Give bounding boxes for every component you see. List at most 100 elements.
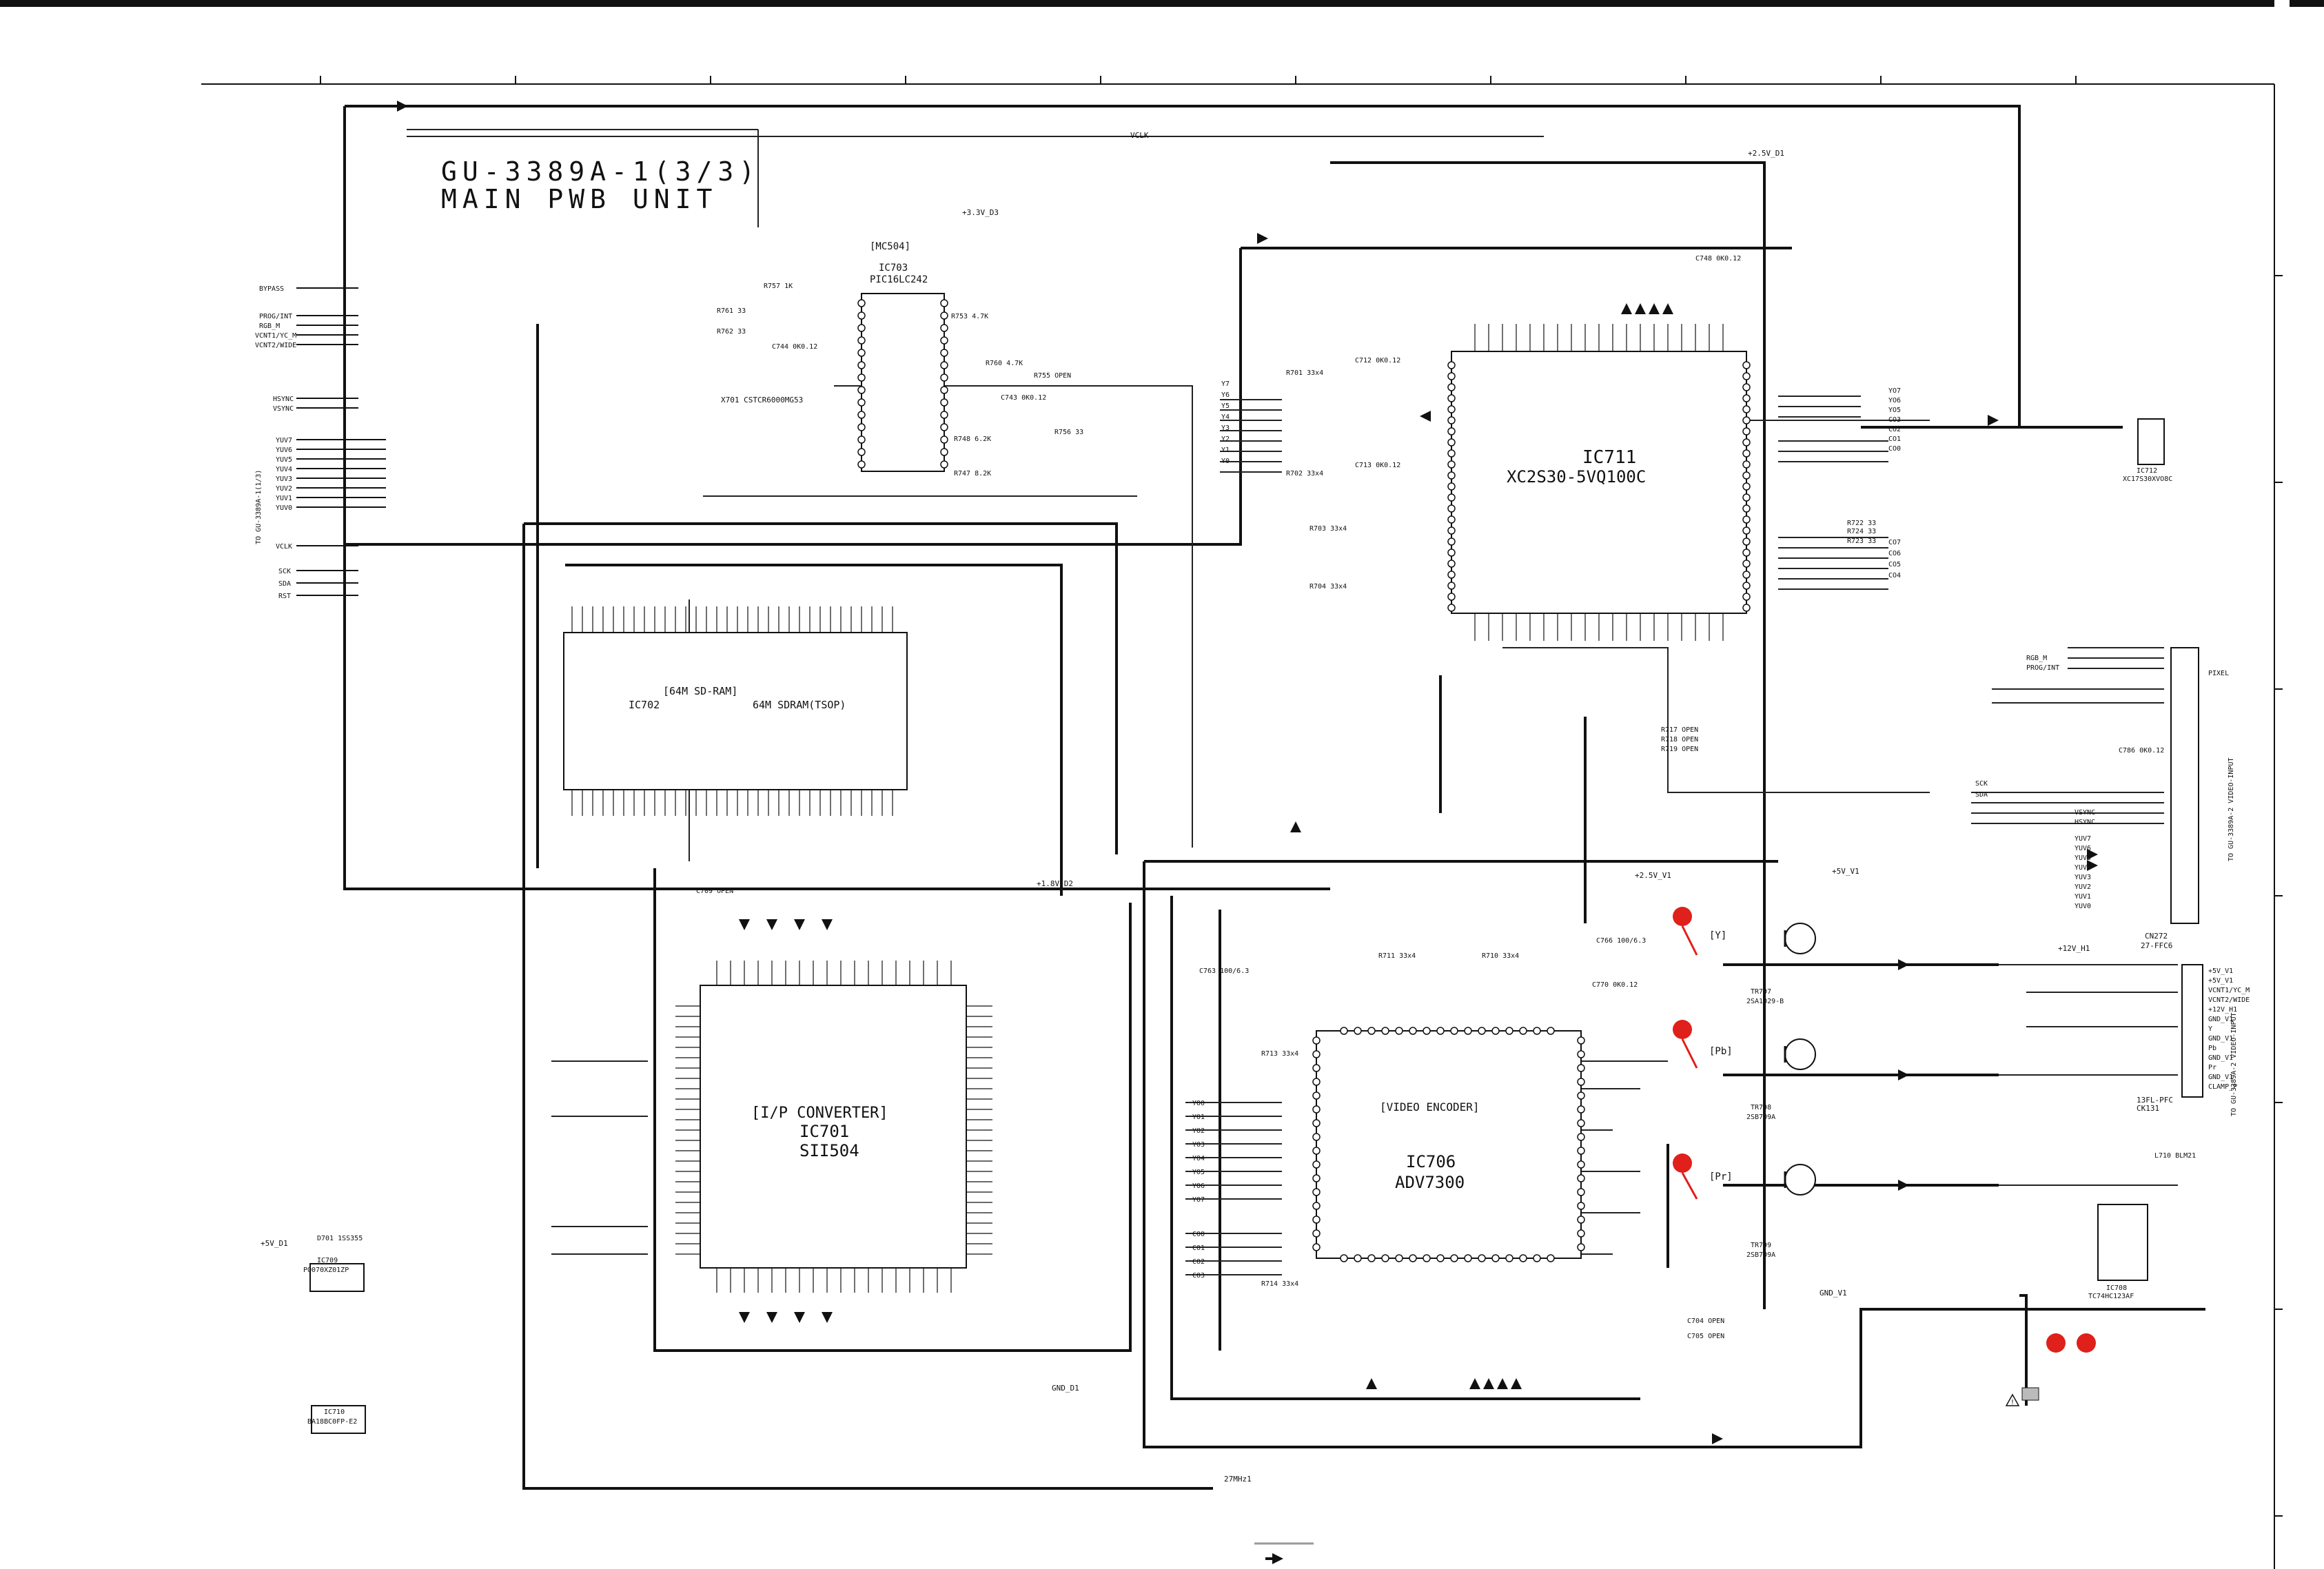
ic708-ref: IC708 xyxy=(2106,1284,2127,1292)
ic708-part: TC74HC123AF xyxy=(2088,1293,2134,1300)
fpga-out-co1: CO1 xyxy=(1888,435,1901,443)
c786-label: C786 0K0.12 xyxy=(2119,747,2164,755)
left-signal-yuv5: YUV5 xyxy=(276,456,292,464)
title-line-1: GU-3389A-1(3/3) xyxy=(441,156,760,187)
encoder-input-labels: YO0 YO1 YO2 YO3 YO4 YO5 YO6 YO7 CO0 CO1 … xyxy=(1192,1100,1205,1280)
c712-label: C712 0K0.12 xyxy=(1355,357,1400,365)
ic706-ref: IC706 xyxy=(1406,1152,1456,1171)
rail-gnd-v1: GND_V1 xyxy=(1820,1289,1847,1298)
ic709-block: IC709 PQ070XZ01ZP D701 1SS355 xyxy=(303,1235,365,1292)
marker-pr xyxy=(1673,1153,1692,1173)
left-signal-yuv7: YUV7 xyxy=(276,437,292,444)
left-signal-yuv2: YUV2 xyxy=(276,485,292,493)
ic711-ref: IC711 xyxy=(1582,447,1636,468)
fpga-output-labels: YO7 YO6 YO5 CO3 CO2 CO1 CO0 CO7 CO6 CO5 … xyxy=(1888,387,1901,580)
ic711-block: IC711 XC2S30-5VQ100C xyxy=(1447,324,1751,641)
r702-label: R702 33x4 xyxy=(1286,470,1323,478)
rt-yuv0: YUV0 xyxy=(2075,903,2091,910)
tr709-ref: TR709 xyxy=(1751,1242,1771,1249)
x701-label: X701 CSTCR6000MG53 xyxy=(721,396,803,404)
ic706-part: ADV7300 xyxy=(1395,1173,1465,1192)
rail-1v8: +1.8V_D2 xyxy=(1037,879,1073,888)
title-line-2: MAIN PWB UNIT xyxy=(441,184,717,214)
r760-label: R760 4.7K xyxy=(986,360,1023,367)
marker-bottom-1 xyxy=(2046,1333,2066,1353)
r748-label: R748 6.2K xyxy=(954,435,991,443)
warning-mark-text: ! xyxy=(2010,1399,2015,1406)
enc-in-yo7: YO7 xyxy=(1192,1196,1205,1204)
enc-in-yo4: YO4 xyxy=(1192,1155,1205,1162)
r755-label: R755 OPEN xyxy=(1034,372,1071,380)
ic711-part: XC2S30-5VQ100C xyxy=(1507,467,1646,486)
c743-label: C743 0K0.12 xyxy=(1001,394,1046,402)
left-signal-yuv1: YUV1 xyxy=(276,495,292,502)
part-value-labels: R757 1K R761 33 R762 33 R753 4.7K R760 4… xyxy=(696,255,2196,1340)
left-signal-rst: RST xyxy=(278,593,291,600)
r753-label: R753 4.7K xyxy=(951,313,988,320)
right-bottom-connector-label: TO GU-3389A-2 VIDEO-INPUT xyxy=(2230,1012,2238,1116)
fpga-out-co0: CO0 xyxy=(1888,445,1901,453)
r717-label: R717 OPEN xyxy=(1661,726,1698,734)
rt-prog-int: PROG/INT xyxy=(2026,664,2059,672)
fpga-out-yo7: YO7 xyxy=(1888,387,1901,395)
c744-label: C744 0K0.12 xyxy=(772,343,817,351)
ic702-ref: IC702 xyxy=(629,699,660,711)
c713-label: C713 0K0.12 xyxy=(1355,462,1400,469)
enc-in-co0: CO0 xyxy=(1192,1231,1205,1238)
marker-bottom-2 xyxy=(2077,1333,2096,1353)
rb-pr: Pr xyxy=(2208,1064,2216,1071)
enc-in-co3: CO3 xyxy=(1192,1272,1205,1280)
r710-label: R710 33x4 xyxy=(1482,952,1519,960)
channel-pb-label: [Pb] xyxy=(1709,1046,1733,1057)
fpga-in-y4: Y4 xyxy=(1221,413,1230,421)
rail-3v3-top: +3.3V_D3 xyxy=(962,208,999,217)
r756-label: R756 33 xyxy=(1054,429,1083,436)
top-border-bar xyxy=(0,0,2274,7)
cn272-part: 27-FFC6 xyxy=(2141,941,2172,950)
l710-label: L710 BLM21 xyxy=(2154,1152,2196,1160)
rt-pixel: PIXEL xyxy=(2208,670,2229,677)
d701-label: D701 1SS355 xyxy=(317,1235,363,1242)
left-signal-sda: SDA xyxy=(278,580,291,588)
c770-label: C770 0K0.12 xyxy=(1592,981,1638,989)
left-signal-rgb-m: RGB_M xyxy=(259,322,280,330)
drawing-frame xyxy=(201,76,2283,1569)
fpga-out-co4: CO4 xyxy=(1888,572,1901,580)
right-bottom-signal-labels: +5V_V1 +5V_V1 VCNT1/YC_M VCNT2/WIDE +12V… xyxy=(2208,967,2250,1091)
enc-in-co1: CO1 xyxy=(1192,1244,1205,1252)
vclk-bus-label: VCLK xyxy=(1130,131,1149,140)
output-stage-y: [Y] TR707 2SA1029-B xyxy=(1709,923,1816,1005)
r718-label: R718 OPEN xyxy=(1661,736,1698,744)
ck131-part: 13FL-PFC xyxy=(2137,1096,2173,1105)
ic710-block: IC710 BA18BC0FP-E2 xyxy=(307,1405,366,1434)
flow-arrows xyxy=(397,101,2098,1444)
rt-vsync: VSYNC xyxy=(2075,809,2095,817)
r711-label: R711 33x4 xyxy=(1378,952,1416,960)
rt-yuv2: YUV2 xyxy=(2075,883,2091,891)
fpga-input-labels: Y7 Y6 Y5 Y4 Y3 Y2 Y1 Y0 xyxy=(1221,380,1230,465)
ic703-ref: IC703 xyxy=(879,263,908,274)
left-signal-yuv4: YUV4 xyxy=(276,466,292,473)
r761-label: R761 33 xyxy=(717,307,746,315)
r713-label: R713 33x4 xyxy=(1261,1050,1298,1058)
left-signal-yuv6: YUV6 xyxy=(276,447,292,454)
fpga-in-y7: Y7 xyxy=(1221,380,1230,388)
rb-5v-1: +5V_V1 xyxy=(2208,967,2233,975)
c705-label: C705 OPEN xyxy=(1687,1333,1724,1340)
enc-in-yo5: YO5 xyxy=(1192,1169,1205,1176)
red-markers xyxy=(1673,907,2096,1353)
rt-yuv1: YUV1 xyxy=(2075,893,2091,901)
rb-gnd-1: GND_V1 xyxy=(2208,1016,2233,1023)
fpga-out-co6: CO6 xyxy=(1888,550,1901,557)
top-border-bar-right xyxy=(2290,0,2324,7)
left-signal-yuv3: YUV3 xyxy=(276,475,292,483)
rb-5v-2: +5V_V1 xyxy=(2208,977,2233,985)
enc-in-co2: CO2 xyxy=(1192,1258,1205,1266)
left-signal-vcnt2: VCNT2/WIDE xyxy=(255,342,296,349)
ic709-part: PQ070XZ01ZP xyxy=(303,1267,349,1274)
r747-label: R747 8.2K xyxy=(954,470,991,478)
ic702-function: [64M SD-RAM] xyxy=(663,685,737,697)
rt-sda: SDA xyxy=(1975,791,1988,799)
enc-in-yo2: YO2 xyxy=(1192,1127,1205,1135)
